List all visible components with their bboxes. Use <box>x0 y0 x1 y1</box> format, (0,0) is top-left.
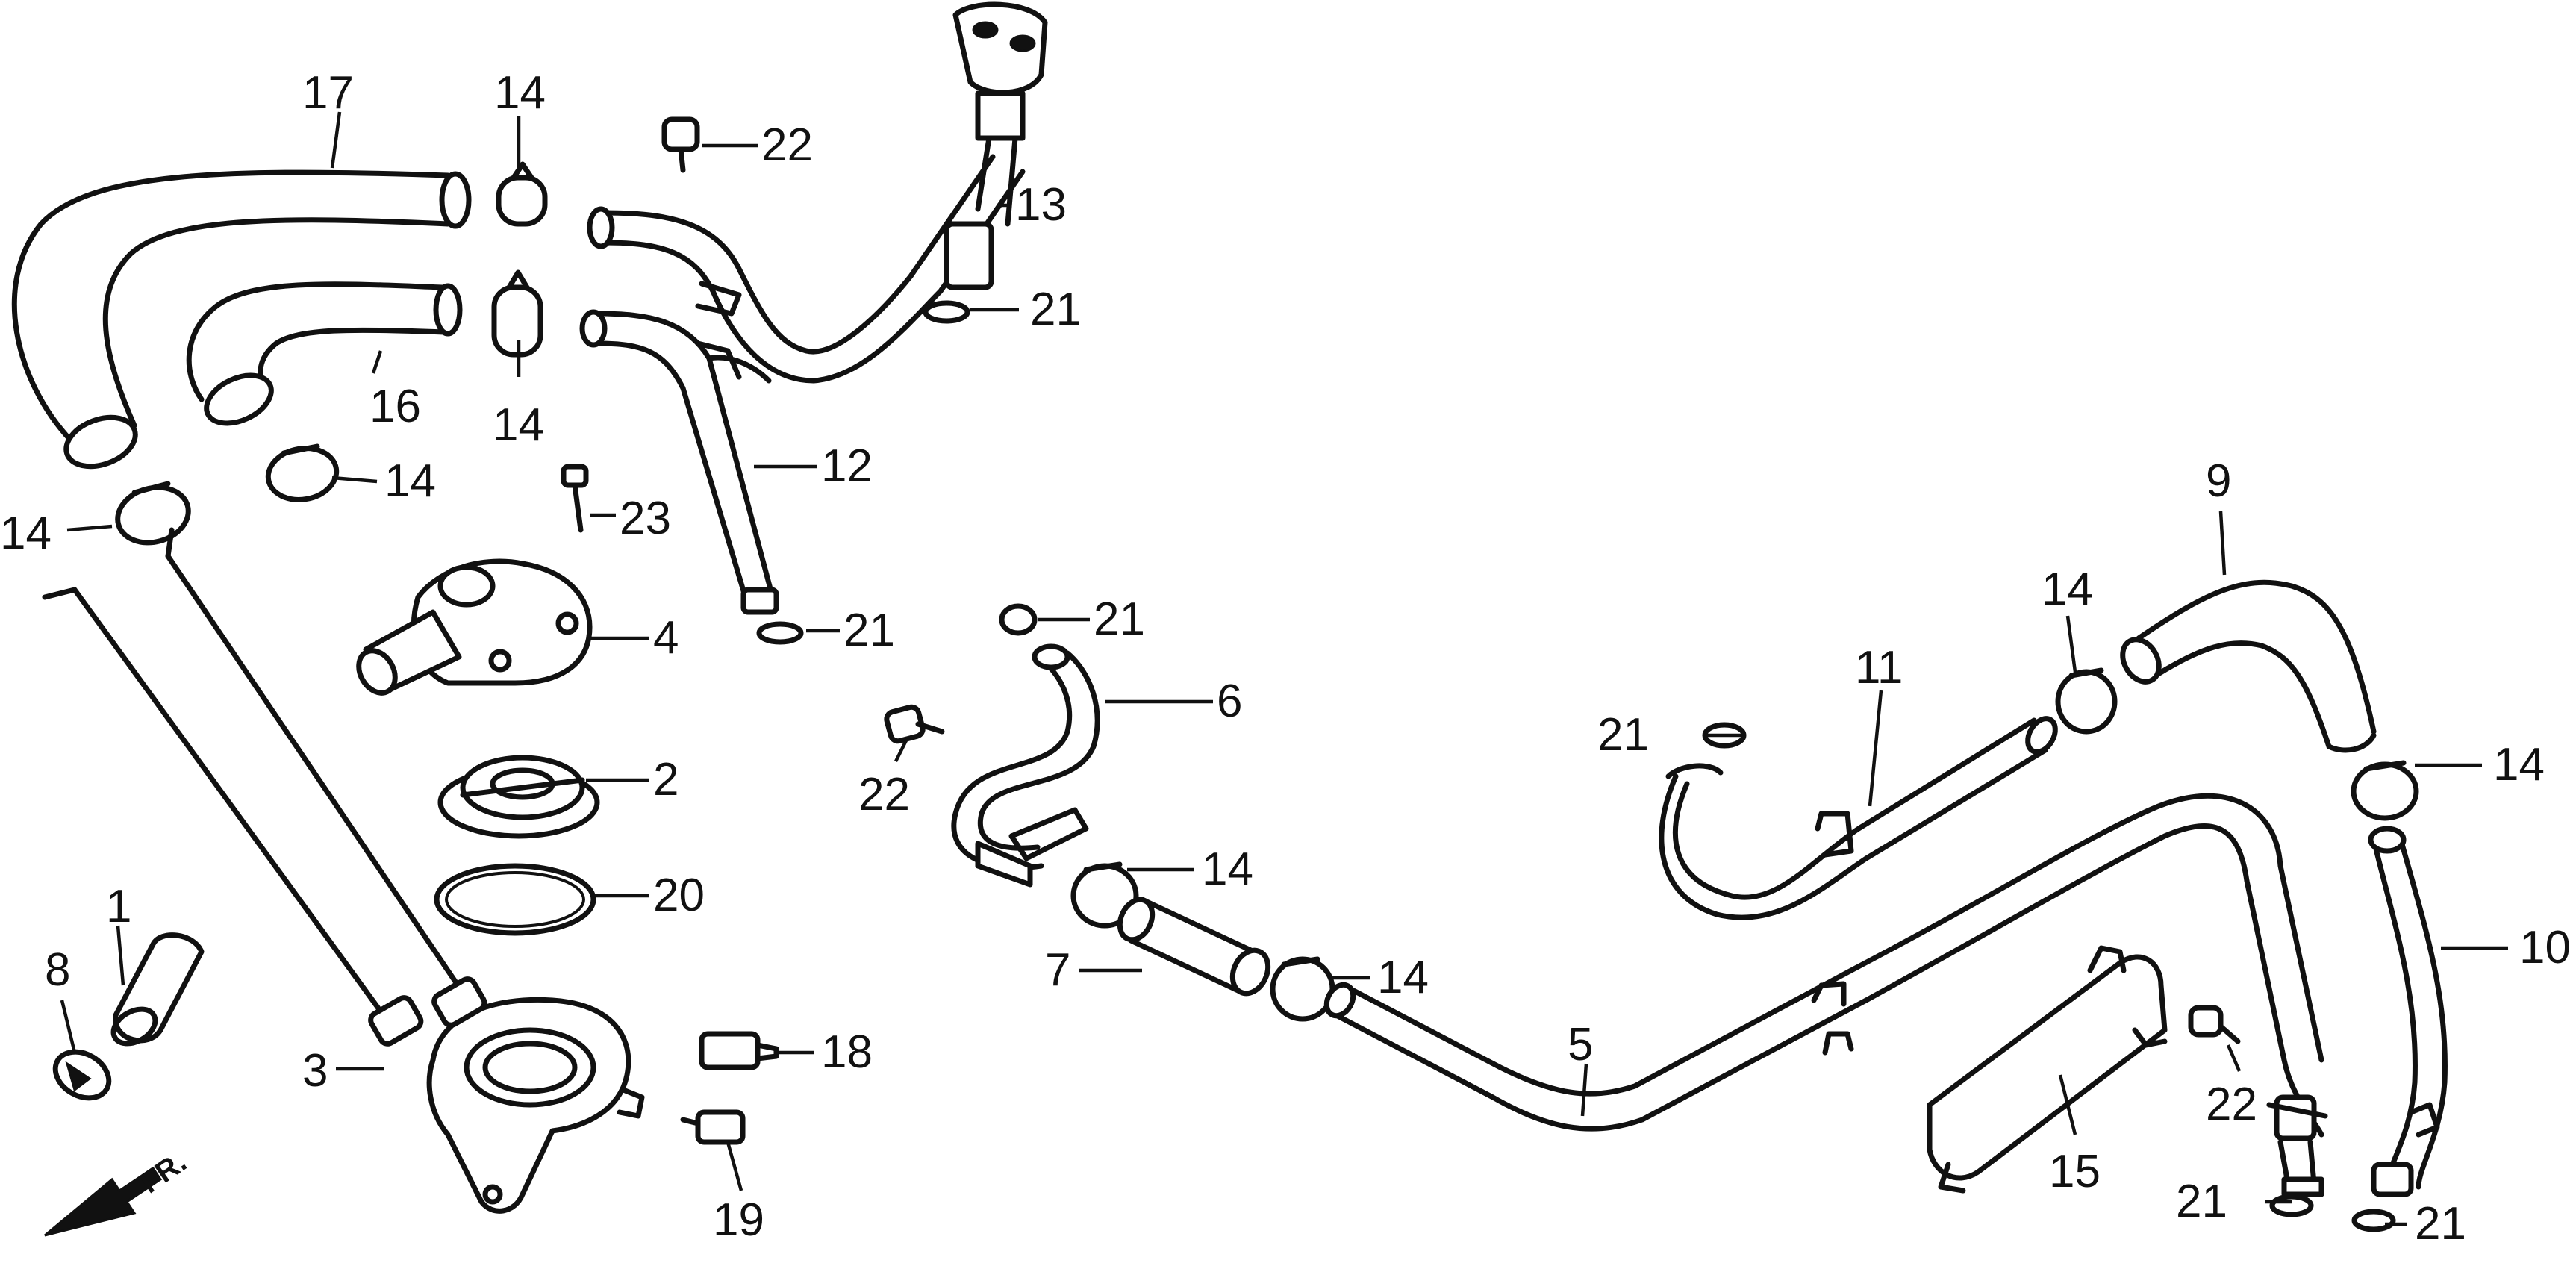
hose-17 <box>11 169 472 470</box>
callout-6: 6 <box>1217 676 1242 727</box>
callout-4: 4 <box>653 612 679 664</box>
callout-21-pipe6: 21 <box>1094 593 1145 645</box>
callout-21-bottom-right: 21 <box>2415 1198 2466 1250</box>
callout-21-top: 21 <box>1030 284 1082 335</box>
callout-5: 5 <box>1568 1019 1593 1070</box>
callout-14-hose10: 14 <box>2493 739 2545 791</box>
clamp-14-pipe5 <box>1270 956 1335 1022</box>
gasket-20-inner <box>445 871 585 928</box>
front-arrow-icon: FR. <box>44 1145 193 1237</box>
callout-14-mid-left: 14 <box>384 455 436 507</box>
clamp-14-pipe11 <box>2055 667 2118 735</box>
pipe-13 <box>587 1 1048 384</box>
pipe-11 <box>1659 716 2058 920</box>
leader-lines <box>60 111 2508 1226</box>
callout-21-pipe11: 21 <box>1597 709 1649 761</box>
callout-23: 23 <box>620 493 671 544</box>
bolt-22-mid <box>884 704 945 744</box>
o-ring-21-pipe6 <box>999 603 1038 636</box>
callout-21-bottom-mid: 21 <box>2176 1176 2227 1227</box>
callout-21-pipe12: 21 <box>843 605 895 656</box>
callout-7: 7 <box>1045 944 1070 996</box>
sensor-18 <box>699 1031 779 1070</box>
callout-11: 11 <box>1855 642 1903 693</box>
callout-22-mid: 22 <box>858 769 910 820</box>
callout-1: 1 <box>106 881 131 932</box>
bolt-22-right <box>2188 1005 2241 1044</box>
callout-8: 8 <box>45 944 70 996</box>
callout-14-left: 14 <box>0 508 52 559</box>
callout-3: 3 <box>302 1045 328 1097</box>
callout-14-top: 14 <box>494 67 546 119</box>
clamp-8 <box>52 1049 112 1101</box>
hose-1 <box>110 932 205 1047</box>
bracket-15 <box>1927 945 2168 1194</box>
callout-22-right: 22 <box>2206 1079 2257 1130</box>
callout-9: 9 <box>2206 455 2231 507</box>
hose-7 <box>1117 897 1271 997</box>
thermostat-cover-4 <box>356 558 593 696</box>
clamp-14-mid-left <box>265 443 340 502</box>
callout-14-pipe11: 14 <box>2042 564 2093 615</box>
hose-10 <box>2368 826 2448 1197</box>
o-ring-21-bottom-mid <box>2269 1194 2314 1217</box>
o-ring-21-pipe12 <box>756 621 804 645</box>
clamp-14-hose10 <box>2351 760 2419 821</box>
bolt-22-top <box>661 116 700 173</box>
callout-12: 12 <box>821 440 873 492</box>
hose-16 <box>186 281 463 426</box>
callout-18: 18 <box>821 1026 873 1078</box>
callout-16: 16 <box>369 381 421 432</box>
callout-13: 13 <box>1015 179 1067 231</box>
clamp-14-center <box>1070 861 1139 929</box>
callout-10: 10 <box>2519 922 2571 973</box>
callout-15: 15 <box>2049 1146 2101 1197</box>
callout-labels: 17 14 22 13 21 16 14 12 14 23 14 4 21 21… <box>0 67 2571 1250</box>
callout-19: 19 <box>713 1194 764 1246</box>
clamp-14-left <box>115 481 191 546</box>
callout-22-top: 22 <box>761 119 813 171</box>
sensor-19 <box>680 1109 746 1145</box>
thermostat-housing-3 <box>42 527 645 1214</box>
hose-9 <box>2120 579 2377 753</box>
callout-14-center: 14 <box>1202 844 1253 895</box>
callout-14-pipe5: 14 <box>1377 952 1429 1003</box>
gasket-20 <box>434 863 596 936</box>
clamp-14-top-upper <box>496 161 548 227</box>
bolt-23 <box>561 464 589 533</box>
callout-2: 2 <box>653 754 679 805</box>
o-ring-21-top <box>923 300 970 324</box>
callout-20: 20 <box>653 870 705 921</box>
callout-14-upper-mid: 14 <box>493 399 544 451</box>
o-ring-21-bottom-right <box>2351 1209 2396 1232</box>
callout-17: 17 <box>302 67 354 119</box>
thermostat-2 <box>437 755 600 839</box>
pipe-6 <box>951 643 1100 888</box>
pipe-12 <box>579 309 779 615</box>
